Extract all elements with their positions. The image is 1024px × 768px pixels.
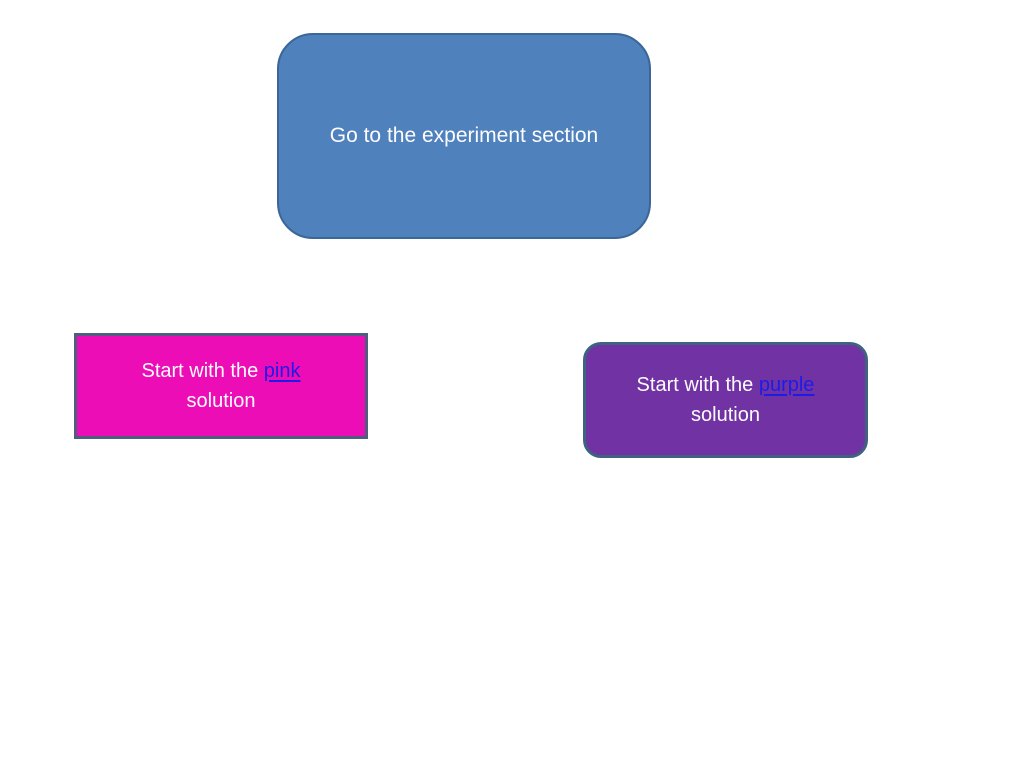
- experiment-section-button[interactable]: Go to the experiment section: [277, 33, 651, 239]
- purple-solution-text-before: Start with the: [636, 374, 759, 396]
- purple-solution-text: Start with the purple solution: [610, 370, 841, 430]
- experiment-section-button-label: Go to the experiment section: [329, 123, 599, 147]
- pink-solution-text-after: solution: [186, 390, 256, 412]
- purple-solution-button[interactable]: Start with the purple solution: [583, 342, 868, 458]
- pink-solution-button[interactable]: Start with the pink solution: [74, 333, 368, 439]
- pink-solution-text-before: Start with the: [141, 360, 264, 382]
- pink-link[interactable]: pink: [263, 360, 301, 382]
- purple-solution-text-after: solution: [691, 404, 760, 426]
- pink-solution-text: Start with the pink solution: [107, 356, 335, 416]
- purple-link[interactable]: purple: [758, 374, 815, 396]
